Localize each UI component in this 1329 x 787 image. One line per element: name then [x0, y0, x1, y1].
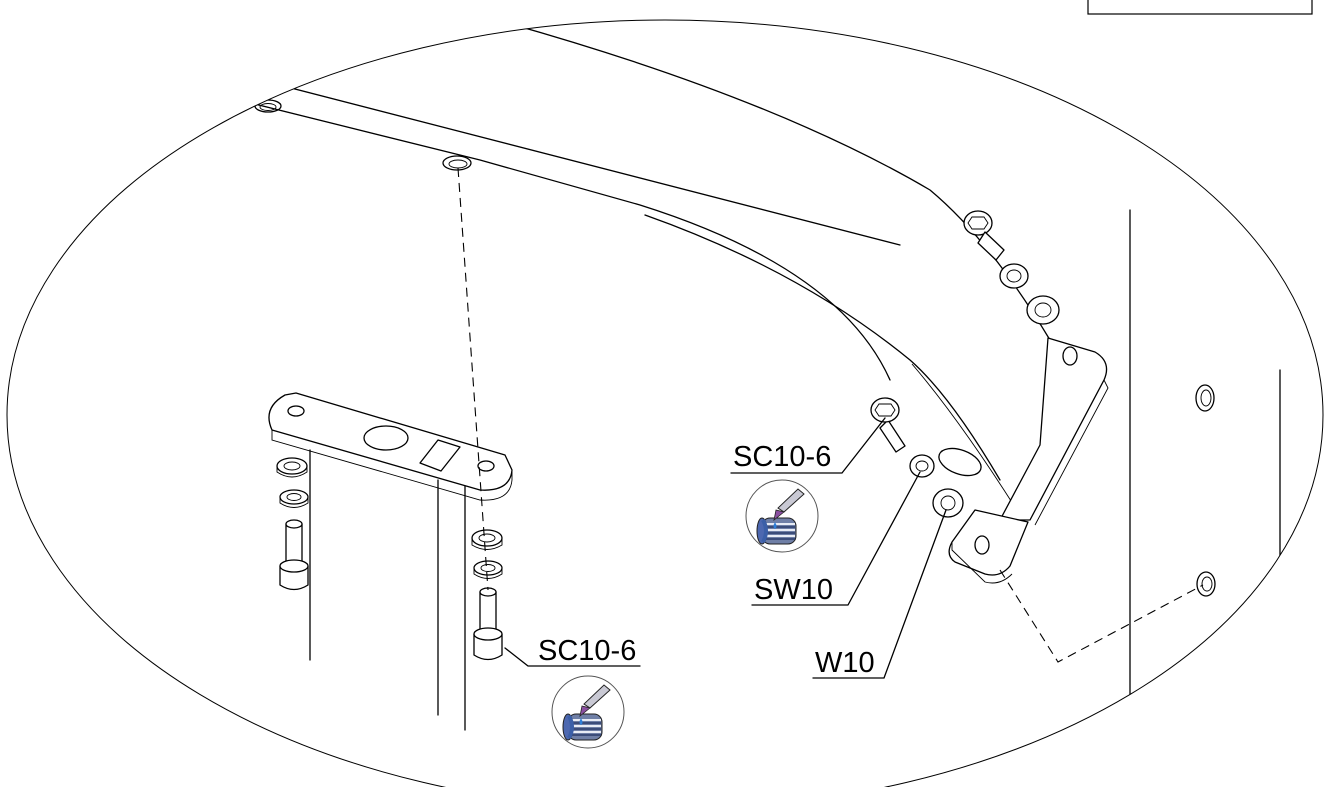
left-cap-screw	[279, 519, 309, 591]
alignment-line-left	[457, 167, 489, 591]
lower-cap-screw	[870, 397, 906, 453]
lower-spring-washer	[909, 454, 935, 478]
right-hole-1	[1195, 384, 1215, 412]
callout-label: SC10-6	[538, 635, 636, 667]
threadlocker-icon	[550, 674, 626, 750]
left-washer-stack	[276, 457, 309, 508]
callout-sw10: SW10	[751, 471, 921, 606]
center-cap-screw	[473, 587, 503, 661]
detail-view-content	[157, 20, 1281, 787]
alignment-line-right	[999, 569, 1204, 663]
beam-top-edge	[157, 79, 891, 381]
right-hole-2	[1196, 571, 1216, 597]
beam-upper-edge	[197, 63, 901, 246]
beam-far-edge	[459, 20, 1051, 341]
callout-w10: W10	[812, 509, 947, 679]
upper-washer	[1026, 295, 1060, 325]
lower-washer	[932, 488, 964, 518]
beam-curve-lower	[644, 214, 1001, 481]
center-washer-stack	[471, 529, 503, 579]
callout-label: SC10-6	[733, 441, 831, 473]
callout-sc10-6-left: SC10-6	[504, 635, 641, 667]
threadlocker-icon	[744, 478, 820, 554]
top-hole-1	[254, 99, 282, 113]
callout-sc10-6-right: SC10-6	[730, 417, 886, 474]
callout-label: W10	[815, 647, 875, 679]
frame-corner-box	[1087, 0, 1313, 15]
callout-label: SW10	[754, 574, 833, 606]
flat-bracket-plate	[268, 392, 513, 501]
angle-bracket	[938, 337, 1109, 584]
upper-spring-washer	[999, 263, 1029, 289]
top-hole-2	[442, 155, 472, 171]
detail-view-outline	[6, 19, 1324, 787]
upper-cap-screw	[963, 210, 1005, 261]
